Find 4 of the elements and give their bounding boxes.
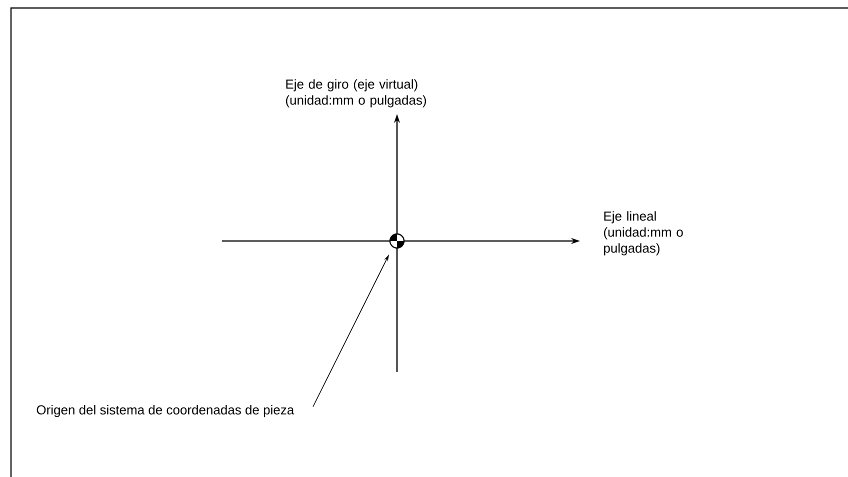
axis-label: Eje lineal (unidad:mm o pulgadas) [604,211,683,256]
origin-symbol [389,233,405,249]
callout-text: Origen del sistema de coordenadas de pieza [36,404,294,418]
axis-label: Eje de giro (eje virtual) (unidad:mm o pulgadas) [286,79,426,108]
